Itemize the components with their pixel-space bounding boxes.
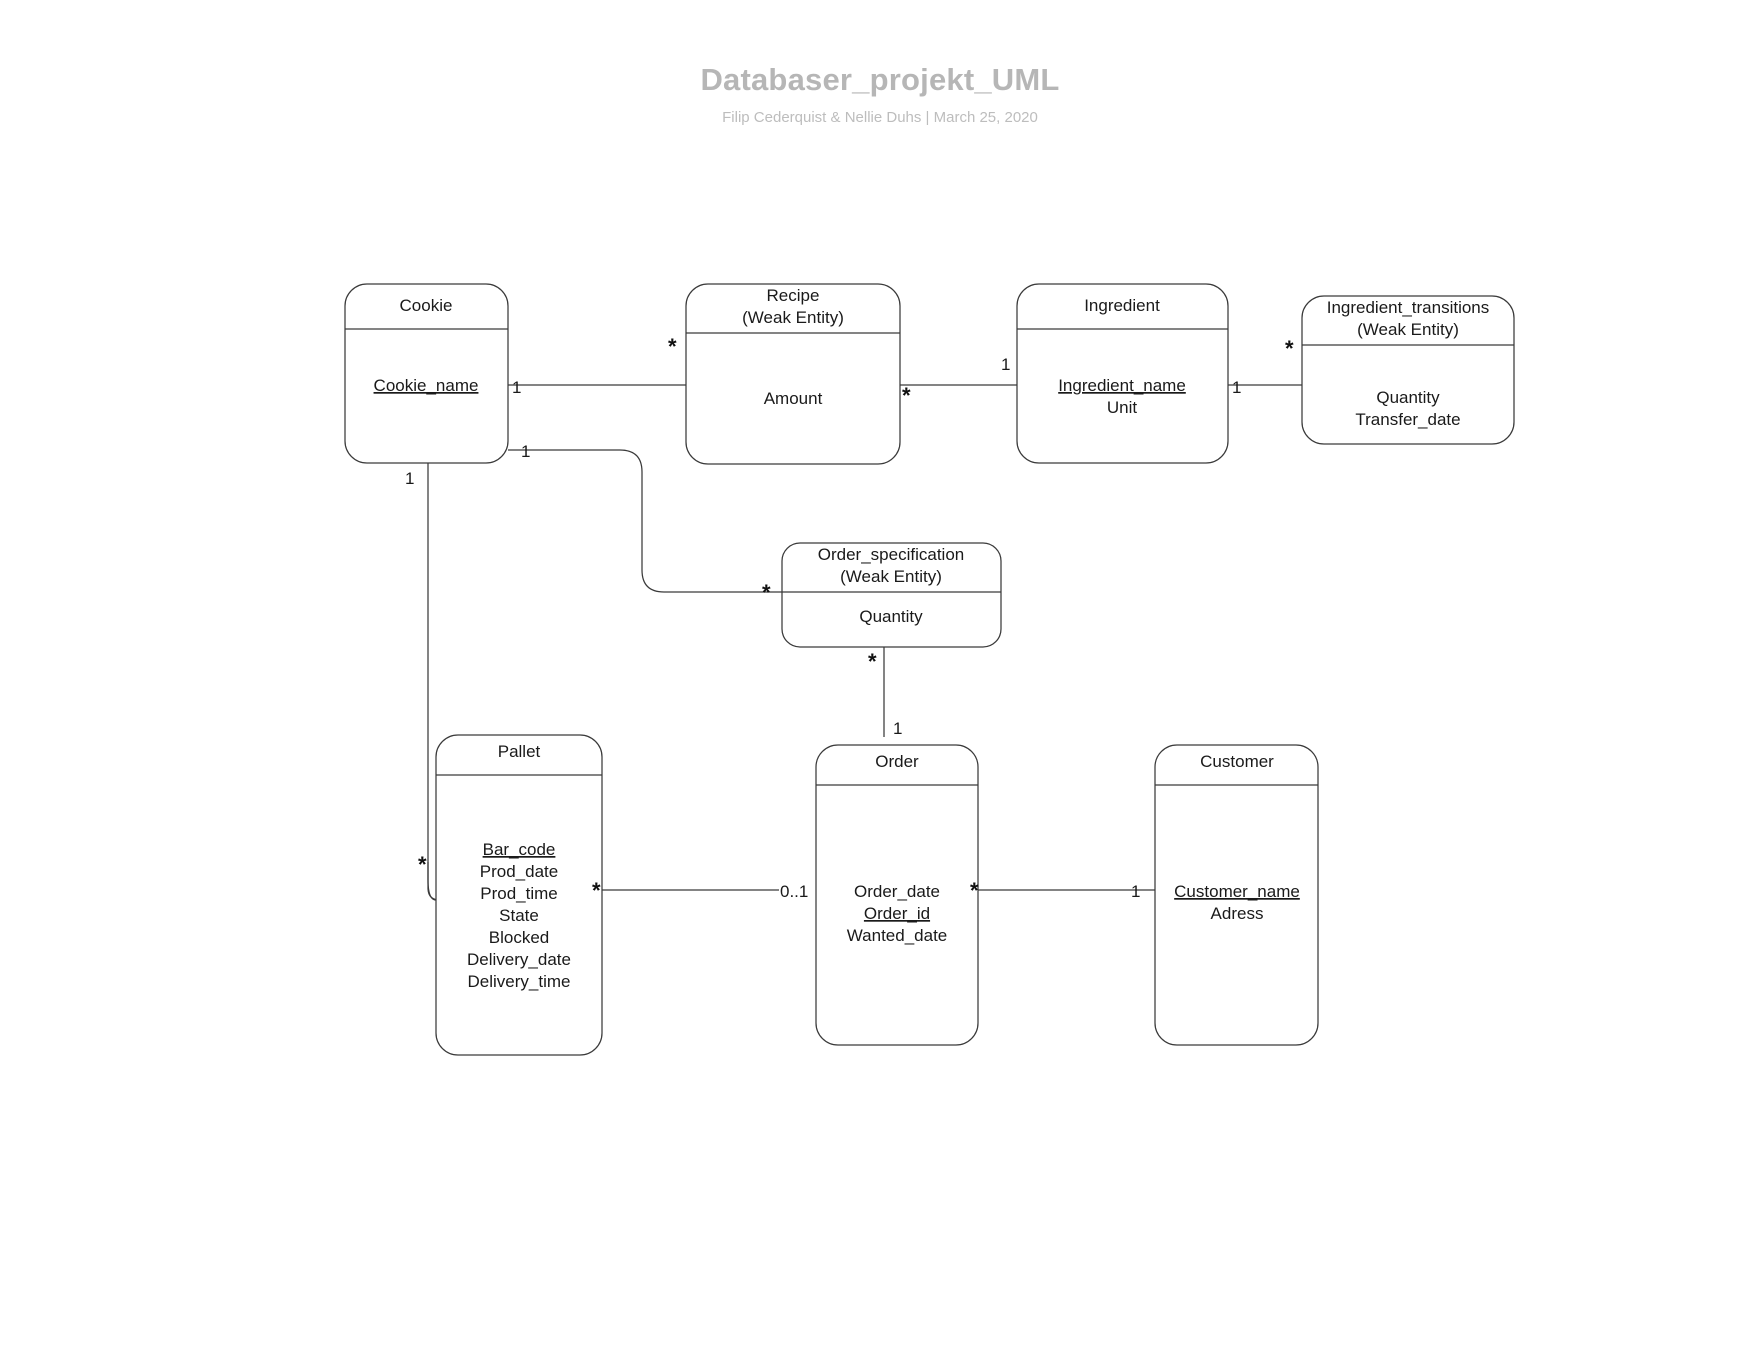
multiplicity-orderspec-to-order: * — [868, 649, 877, 674]
entity-customer-attr-1: Adress — [1211, 904, 1264, 923]
entity-pallet-title: Pallet — [498, 742, 541, 761]
entity-cookie[interactable]: Cookie Cookie_name — [344, 283, 509, 464]
relationship-line-cookie-orderspec — [508, 449, 782, 593]
multiplicity-customer-from-order: 1 — [1131, 882, 1140, 901]
entity-order-specification-title: Order_specification — [818, 545, 964, 564]
entity-recipe-title: Recipe — [767, 286, 820, 305]
entity-order-specification-stereotype: (Weak Entity) — [840, 567, 942, 586]
entity-ingredient-transitions-box[interactable] — [1301, 295, 1515, 445]
relationship-line-cookie-pallet — [427, 462, 437, 901]
entity-pallet[interactable]: Pallet Bar_code Prod_date Prod_time Stat… — [435, 734, 603, 1056]
multiplicity-recipe-from-cookie: * — [668, 334, 677, 359]
entity-customer-box[interactable] — [1154, 744, 1319, 1046]
entity-ingredient-transitions-attr-1: Transfer_date — [1355, 410, 1460, 429]
multiplicity-cookie-to-orderspec: 1 — [521, 442, 530, 461]
entity-customer-title: Customer — [1200, 752, 1274, 771]
multiplicity-transitions-from-ingredient: * — [1285, 336, 1294, 361]
multiplicity-order-from-pallet: 0..1 — [780, 882, 808, 901]
multiplicity-pallet-from-cookie: * — [418, 852, 427, 877]
page-title: Databaser_projekt_UML — [700, 62, 1060, 97]
multiplicity-order-to-customer: * — [970, 878, 979, 903]
entity-customer[interactable]: Customer Customer_name Adress — [1154, 744, 1319, 1046]
entity-order-box[interactable] — [815, 744, 979, 1046]
entity-pallet-attr-3: State — [499, 906, 539, 925]
entity-order-specification-attr-0: Quantity — [859, 607, 923, 626]
entity-recipe[interactable]: Recipe (Weak Entity) Amount — [685, 283, 901, 465]
entity-order-attr-1: Order_id — [864, 904, 930, 923]
entity-pallet-box[interactable] — [435, 734, 603, 1056]
entity-order[interactable]: Order Order_date Order_id Wanted_date — [815, 744, 979, 1046]
entity-recipe-box[interactable] — [685, 283, 901, 465]
entity-order-specification-box[interactable] — [781, 542, 1002, 648]
entity-ingredient-title: Ingredient — [1084, 296, 1160, 315]
document-header: Databaser_projekt_UML Filip Cederquist &… — [0, 0, 1760, 127]
multiplicity-recipe-to-ingredient: * — [902, 383, 911, 408]
entity-pallet-attr-6: Delivery_time — [468, 972, 571, 991]
multiplicity-order-from-orderspec: 1 — [893, 719, 902, 738]
page-subtitle: Filip Cederquist & Nellie Duhs | March 2… — [722, 108, 1038, 126]
multiplicity-cookie-to-pallet: 1 — [405, 469, 414, 488]
entity-order-attr-0: Order_date — [854, 882, 940, 901]
entity-order-title: Order — [875, 752, 919, 771]
entity-ingredient-transitions[interactable]: Ingredient_transitions (Weak Entity) Qua… — [1301, 295, 1515, 445]
entity-customer-attr-0: Customer_name — [1174, 882, 1300, 901]
entity-order-specification[interactable]: Order_specification (Weak Entity) Quanti… — [781, 542, 1002, 648]
multiplicity-ingredient-from-recipe: 1 — [1001, 355, 1010, 374]
entity-pallet-attr-0: Bar_code — [483, 840, 556, 859]
entity-pallet-attr-1: Prod_date — [480, 862, 558, 881]
entity-pallet-attr-5: Delivery_date — [467, 950, 571, 969]
entity-recipe-stereotype: (Weak Entity) — [742, 308, 844, 327]
entity-recipe-attr-0: Amount — [764, 389, 823, 408]
entity-ingredient[interactable]: Ingredient Ingredient_name Unit — [1016, 283, 1229, 464]
entity-pallet-attr-2: Prod_time — [480, 884, 557, 903]
entity-ingredient-transitions-title: Ingredient_transitions — [1327, 298, 1490, 317]
entity-order-attr-2: Wanted_date — [847, 926, 948, 945]
entity-cookie-attr-0: Cookie_name — [374, 376, 479, 395]
entity-pallet-attr-4: Blocked — [489, 928, 549, 947]
entity-ingredient-transitions-attr-0: Quantity — [1376, 388, 1440, 407]
multiplicity-pallet-to-order: * — [592, 878, 601, 903]
multiplicity-orderspec-from-cookie: * — [762, 580, 771, 605]
multiplicity-ingredient-to-transitions: 1 — [1232, 378, 1241, 397]
entity-ingredient-transitions-stereotype: (Weak Entity) — [1357, 320, 1459, 339]
entity-ingredient-attr-0: Ingredient_name — [1058, 376, 1186, 395]
multiplicity-cookie-to-recipe: 1 — [512, 378, 521, 397]
entity-cookie-title: Cookie — [400, 296, 453, 315]
entity-ingredient-attr-1: Unit — [1107, 398, 1138, 417]
